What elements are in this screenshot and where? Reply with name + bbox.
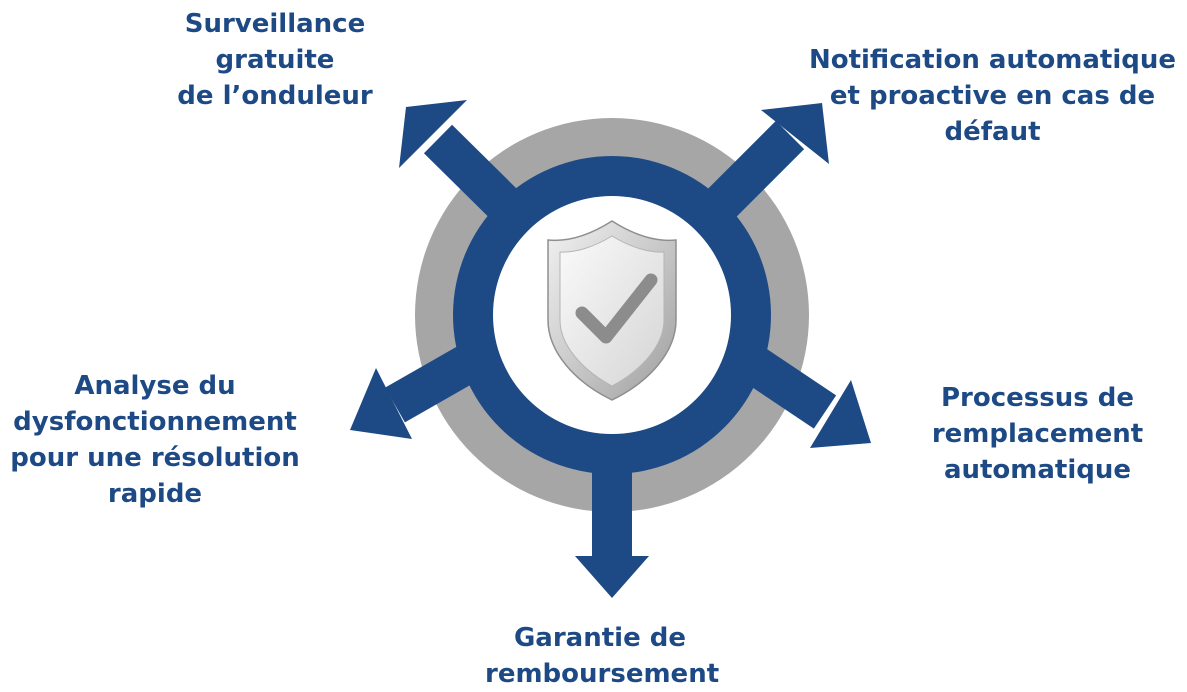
label-line: Surveillance bbox=[184, 9, 366, 39]
label-line: Analyse du bbox=[74, 371, 236, 401]
shield-check-icon bbox=[547, 220, 677, 401]
label-line: Notification automatique bbox=[808, 45, 1177, 75]
label-automatic-replacement: Processus de remplacement automatique bbox=[905, 380, 1170, 488]
label-automatic-fault-notification: Notification automatique et proactive en… bbox=[805, 42, 1180, 150]
label-free-inverter-monitoring: Surveillance gratuite de l’onduleur bbox=[150, 6, 400, 114]
label-line: de l’onduleur bbox=[177, 81, 373, 111]
label-line: rapide bbox=[107, 479, 203, 509]
label-line: Processus de bbox=[940, 383, 1135, 413]
label-line: remplacement bbox=[931, 419, 1144, 449]
label-line: pour une résolution bbox=[10, 443, 300, 473]
label-line: et proactive en cas de bbox=[829, 81, 1156, 111]
label-line: remboursement bbox=[485, 659, 720, 689]
label-refund-guarantee: Garantie de remboursement bbox=[485, 620, 720, 692]
label-line: dysfonctionnement bbox=[13, 407, 297, 437]
label-line: automatique bbox=[943, 455, 1132, 485]
label-line: Garantie de bbox=[513, 623, 687, 653]
label-line: défaut bbox=[944, 117, 1041, 147]
label-line: gratuite bbox=[215, 45, 335, 75]
label-malfunction-analysis: Analyse du dysfonctionnement pour une ré… bbox=[0, 368, 310, 512]
